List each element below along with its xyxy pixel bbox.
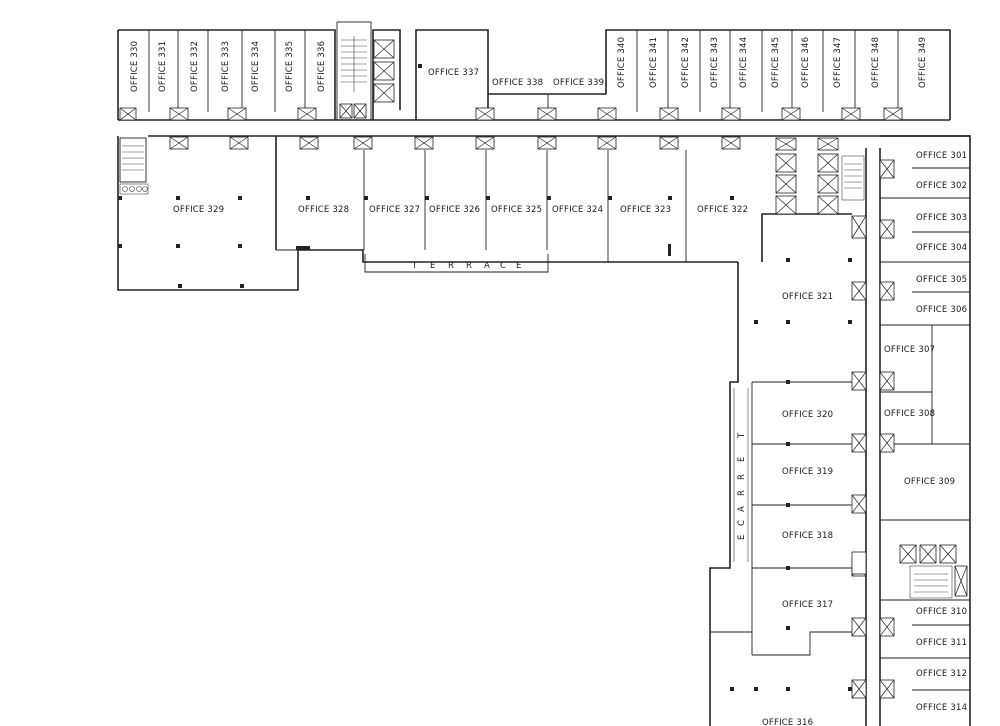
terrace-letter: A bbox=[737, 506, 747, 512]
office-label: OFFICE 332 bbox=[190, 41, 200, 92]
office-label: OFFICE 302 bbox=[916, 181, 967, 191]
office-label: OFFICE 303 bbox=[916, 213, 967, 223]
office-label: OFFICE 329 bbox=[173, 205, 224, 215]
office-label: OFFICE 309 bbox=[904, 477, 955, 487]
office-label: OFFICE 301 bbox=[916, 151, 967, 161]
terrace-letter: C bbox=[737, 520, 747, 526]
office-label: OFFICE 336 bbox=[317, 41, 327, 92]
office-label: OFFICE 328 bbox=[298, 205, 349, 215]
office-label: OFFICE 314 bbox=[916, 703, 967, 713]
office-label: OFFICE 334 bbox=[251, 41, 261, 92]
office-label: OFFICE 324 bbox=[552, 205, 603, 215]
office-label: OFFICE 317 bbox=[782, 600, 833, 610]
elevator-core-lower bbox=[899, 544, 968, 599]
office-label: OFFICE 325 bbox=[491, 205, 542, 215]
office-label: OFFICE 333 bbox=[221, 41, 231, 92]
office-label: OFFICE 323 bbox=[620, 205, 671, 215]
office-label: OFFICE 306 bbox=[916, 305, 967, 315]
stair-core-top bbox=[336, 21, 395, 121]
office-label: OFFICE 322 bbox=[697, 205, 748, 215]
office-label: OFFICE 330 bbox=[130, 41, 140, 92]
terrace-letter: E bbox=[737, 456, 747, 462]
office-label: OFFICE 340 bbox=[617, 37, 627, 88]
columns bbox=[118, 64, 852, 691]
office-label: OFFICE 347 bbox=[833, 37, 843, 88]
office-label: OFFICE 311 bbox=[916, 638, 967, 648]
office-label: OFFICE 308 bbox=[884, 409, 935, 419]
office-label: OFFICE 341 bbox=[649, 37, 659, 88]
office-label: OFFICE 310 bbox=[916, 607, 967, 617]
office-label: OFFICE 331 bbox=[158, 41, 168, 92]
terrace-letter: T bbox=[411, 261, 418, 271]
walls bbox=[117, 29, 971, 726]
terrace-letter: R bbox=[737, 490, 747, 496]
office-label: OFFICE 321 bbox=[782, 292, 833, 302]
terrace-letter: E bbox=[430, 261, 436, 271]
office-label: OFFICE 343 bbox=[710, 37, 720, 88]
terrace-letter: A bbox=[484, 261, 490, 271]
office-label: OFFICE 342 bbox=[681, 37, 691, 88]
office-label: OFFICE 307 bbox=[884, 345, 935, 355]
office-label: OFFICE 320 bbox=[782, 410, 833, 420]
stair-right bbox=[841, 155, 865, 201]
terrace-letter: R bbox=[466, 261, 472, 271]
office-label: OFFICE 335 bbox=[285, 41, 295, 92]
office-label: OFFICE 346 bbox=[801, 37, 811, 88]
office-label: OFFICE 344 bbox=[739, 37, 749, 88]
elevator-core-right bbox=[775, 137, 839, 215]
terrace-letter: R bbox=[737, 474, 747, 480]
office-label: OFFICE 305 bbox=[916, 275, 967, 285]
office-label: OFFICE 348 bbox=[871, 37, 881, 88]
office-label: OFFICE 349 bbox=[918, 37, 928, 88]
office-label: OFFICE 326 bbox=[429, 205, 480, 215]
room-labels: OFFICE 330 OFFICE 331 OFFICE 332 OFFICE … bbox=[130, 37, 967, 726]
terrace-letter: C bbox=[500, 261, 506, 271]
terrace-letter: E bbox=[516, 261, 522, 271]
office-label: OFFICE 316 bbox=[762, 718, 813, 726]
office-label: OFFICE 345 bbox=[771, 37, 781, 88]
terrace-letter: R bbox=[448, 261, 454, 271]
office-label: OFFICE 339 bbox=[553, 78, 604, 88]
duct-symbols bbox=[119, 107, 903, 699]
stair-left bbox=[119, 137, 149, 195]
office-label: OFFICE 318 bbox=[782, 531, 833, 541]
office-label: OFFICE 337 bbox=[428, 68, 479, 78]
terrace-label-vertical: T E R R A C E bbox=[737, 432, 747, 540]
terrace-letter: T bbox=[737, 432, 747, 439]
office-label: OFFICE 319 bbox=[782, 467, 833, 477]
office-label: OFFICE 338 bbox=[492, 78, 543, 88]
office-label: OFFICE 327 bbox=[369, 205, 420, 215]
office-label: OFFICE 312 bbox=[916, 669, 967, 679]
terrace-label-horizontal: T E R R A C E bbox=[411, 261, 522, 271]
office-label: OFFICE 304 bbox=[916, 243, 967, 253]
terrace-letter: E bbox=[737, 534, 747, 540]
